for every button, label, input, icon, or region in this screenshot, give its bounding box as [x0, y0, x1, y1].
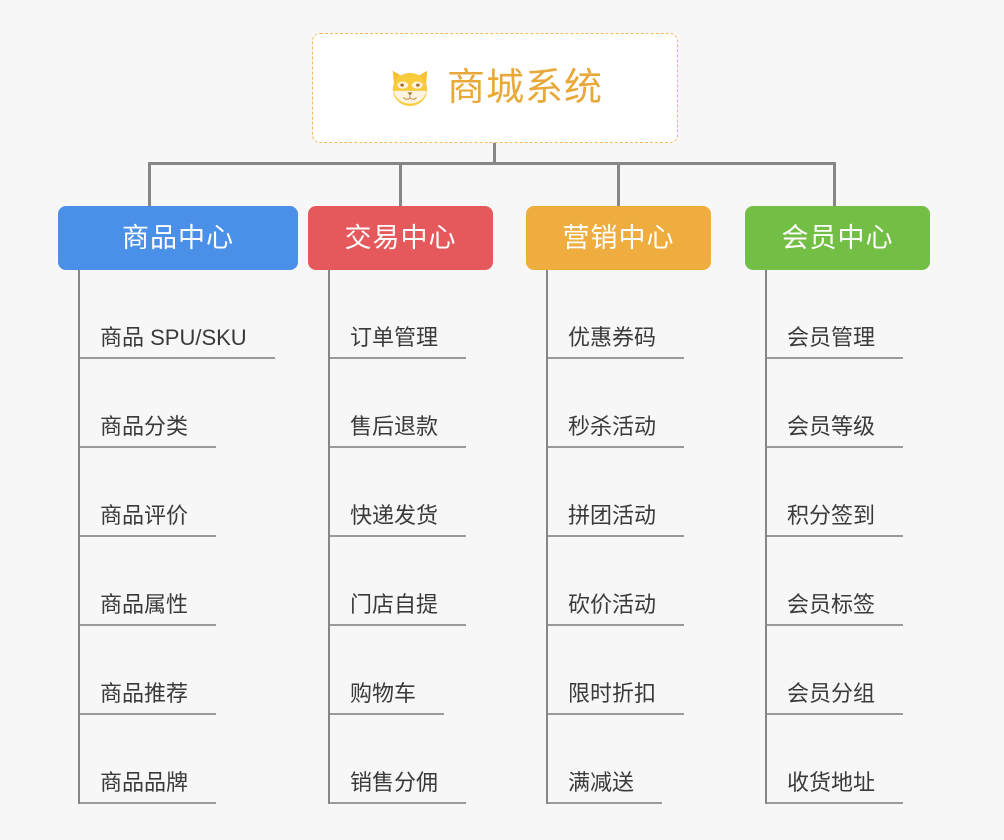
category-header-product-center[interactable]: 商品中心	[58, 206, 298, 270]
branch-spine-member-center	[765, 270, 767, 804]
leaf-label: 商品属性	[80, 592, 217, 626]
connector-branch-stem-3	[617, 162, 620, 206]
leaf-label: 订单管理	[330, 325, 467, 359]
branch-spine-marketing-center	[546, 270, 548, 804]
leaf-item[interactable]: 商品品牌	[58, 715, 298, 804]
leaf-item[interactable]: 商品属性	[58, 537, 298, 626]
leaf-item[interactable]: 优惠券码	[526, 270, 711, 359]
leaf-item[interactable]: 订单管理	[308, 270, 493, 359]
category-header-trade-center[interactable]: 交易中心	[308, 206, 493, 270]
connector-branch-stem-4	[833, 162, 836, 206]
leaf-label: 秒杀活动	[548, 414, 685, 448]
leaf-label: 商品品牌	[80, 770, 217, 804]
leaf-label: 会员等级	[767, 414, 904, 448]
leaf-label: 商品分类	[80, 414, 217, 448]
branch-column-product-center: 商品中心 商品 SPU/SKU 商品分类 商品评价 商品属性 商品推荐 商品品牌	[58, 206, 298, 804]
leaf-item[interactable]: 会员标签	[745, 537, 930, 626]
leaf-label: 商品推荐	[80, 681, 217, 715]
branch-column-member-center: 会员中心 会员管理 会员等级 积分签到 会员标签 会员分组 收货地址	[745, 206, 930, 804]
leaf-item[interactable]: 满减送	[526, 715, 711, 804]
leaf-item[interactable]: 商品评价	[58, 448, 298, 537]
branch-column-marketing-center: 营销中心 优惠券码 秒杀活动 拼团活动 砍价活动 限时折扣 满减送	[526, 206, 711, 804]
leaf-item[interactable]: 收货地址	[745, 715, 930, 804]
leaf-list-trade-center: 订单管理 售后退款 快递发货 门店自提 购物车 销售分佣	[308, 270, 493, 804]
leaf-label: 满减送	[548, 770, 663, 804]
leaf-label: 销售分佣	[330, 770, 467, 804]
category-header-marketing-center[interactable]: 营销中心	[526, 206, 711, 270]
leaf-label: 砍价活动	[548, 592, 685, 626]
root-node[interactable]: 商城系统	[312, 33, 678, 143]
category-header-label: 交易中心	[344, 222, 457, 253]
shiba-dog-face-icon	[392, 70, 428, 106]
leaf-label: 快递发货	[330, 503, 467, 537]
leaf-item[interactable]: 会员管理	[745, 270, 930, 359]
leaf-list-product-center: 商品 SPU/SKU 商品分类 商品评价 商品属性 商品推荐 商品品牌	[58, 270, 298, 804]
connector-horizontal-bus	[148, 162, 836, 165]
leaf-label: 购物车	[330, 681, 445, 715]
leaf-item[interactable]: 积分签到	[745, 448, 930, 537]
branch-column-trade-center: 交易中心 订单管理 售后退款 快递发货 门店自提 购物车 销售分佣	[308, 206, 493, 804]
leaf-label: 商品 SPU/SKU	[80, 325, 275, 359]
leaf-label: 收货地址	[767, 770, 904, 804]
leaf-list-member-center: 会员管理 会员等级 积分签到 会员标签 会员分组 收货地址	[745, 270, 930, 804]
category-header-label: 会员中心	[781, 222, 894, 253]
leaf-label: 会员分组	[767, 681, 904, 715]
leaf-item[interactable]: 会员等级	[745, 359, 930, 448]
leaf-item[interactable]: 会员分组	[745, 626, 930, 715]
branch-spine-product-center	[78, 270, 80, 804]
leaf-item[interactable]: 限时折扣	[526, 626, 711, 715]
leaf-item[interactable]: 拼团活动	[526, 448, 711, 537]
leaf-label: 会员标签	[767, 592, 904, 626]
leaf-label: 优惠券码	[548, 325, 685, 359]
leaf-item[interactable]: 商品分类	[58, 359, 298, 448]
leaf-item[interactable]: 快递发货	[308, 448, 493, 537]
leaf-item[interactable]: 秒杀活动	[526, 359, 711, 448]
leaf-item[interactable]: 门店自提	[308, 537, 493, 626]
branch-spine-trade-center	[328, 270, 330, 804]
leaf-label: 门店自提	[330, 592, 467, 626]
root-title: 商城系统	[446, 67, 603, 109]
leaf-item[interactable]: 商品推荐	[58, 626, 298, 715]
leaf-label: 商品评价	[80, 503, 217, 537]
category-header-label: 营销中心	[562, 222, 675, 253]
connector-branch-stem-1	[148, 162, 151, 206]
category-header-label: 商品中心	[122, 222, 234, 253]
connector-branch-stem-2	[399, 162, 402, 206]
connector-root-stem	[493, 143, 496, 164]
leaf-item[interactable]: 购物车	[308, 626, 493, 715]
leaf-item[interactable]: 商品 SPU/SKU	[58, 270, 298, 359]
leaf-item[interactable]: 售后退款	[308, 359, 493, 448]
leaf-list-marketing-center: 优惠券码 秒杀活动 拼团活动 砍价活动 限时折扣 满减送	[526, 270, 711, 804]
category-header-member-center[interactable]: 会员中心	[745, 206, 930, 270]
leaf-label: 拼团活动	[548, 503, 685, 537]
leaf-item[interactable]: 砍价活动	[526, 537, 711, 626]
leaf-label: 会员管理	[767, 325, 904, 359]
leaf-label: 限时折扣	[548, 681, 685, 715]
leaf-item[interactable]: 销售分佣	[308, 715, 493, 804]
leaf-label: 积分签到	[767, 503, 904, 537]
leaf-label: 售后退款	[330, 414, 467, 448]
